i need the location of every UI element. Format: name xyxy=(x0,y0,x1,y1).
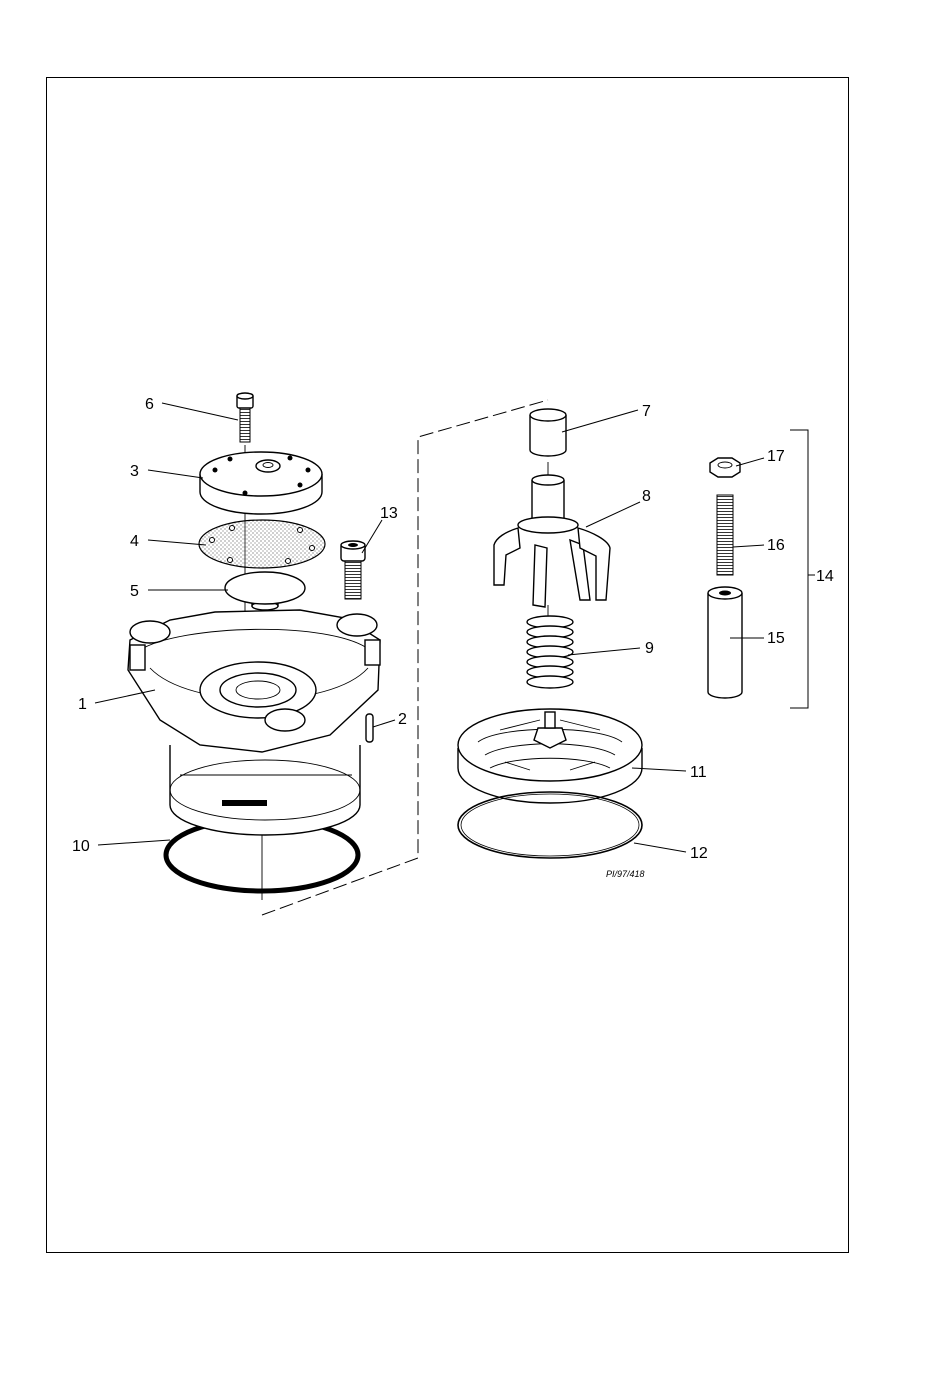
leader-9 xyxy=(568,648,640,655)
part-13-screw xyxy=(341,541,365,599)
part-16-stud xyxy=(717,495,733,575)
callout-4: 4 xyxy=(130,533,139,550)
part-9-spring xyxy=(527,616,573,688)
part-2-pin xyxy=(366,714,373,742)
part-5-valve-disc xyxy=(225,572,305,610)
bracket-14 xyxy=(790,430,808,708)
leader-13 xyxy=(362,520,382,553)
leader-3 xyxy=(148,470,203,478)
callout-3: 3 xyxy=(130,463,139,480)
leader-7 xyxy=(562,410,638,432)
callout-10: 10 xyxy=(72,838,90,855)
part-8-spring-guide xyxy=(494,475,610,607)
leader-10 xyxy=(98,840,170,845)
leader-2 xyxy=(373,720,395,727)
leader-16 xyxy=(733,545,764,547)
callout-2: 2 xyxy=(398,711,407,728)
callout-12: 12 xyxy=(690,845,708,862)
leader-12 xyxy=(634,843,686,852)
leader-6 xyxy=(162,403,238,420)
callout-16: 16 xyxy=(767,537,785,554)
leader-17 xyxy=(736,458,764,466)
leader-8 xyxy=(586,502,640,527)
callout-13: 13 xyxy=(380,505,398,522)
callout-17: 17 xyxy=(767,448,785,465)
callout-7: 7 xyxy=(642,403,651,420)
part-15-spacer-tube xyxy=(708,587,742,698)
callout-14: 14 xyxy=(816,568,834,585)
reference-code: PI/97/418 xyxy=(606,869,645,879)
part-3-cover-plate xyxy=(200,452,322,514)
callout-5: 5 xyxy=(130,583,139,600)
callout-9: 9 xyxy=(645,640,654,657)
part-17-nut xyxy=(710,458,740,477)
part-7-sleeve xyxy=(530,409,566,456)
callout-15: 15 xyxy=(767,630,785,647)
part-1-valve-body xyxy=(128,610,380,835)
part-11-valve-guard xyxy=(458,709,642,803)
callout-6: 6 xyxy=(145,396,154,413)
callout-11: 11 xyxy=(690,764,707,781)
leader-4 xyxy=(148,540,206,545)
callout-1: 1 xyxy=(78,696,87,713)
callout-8: 8 xyxy=(642,488,651,505)
part-4-gasket xyxy=(199,520,325,568)
part-6-screw xyxy=(237,393,253,442)
